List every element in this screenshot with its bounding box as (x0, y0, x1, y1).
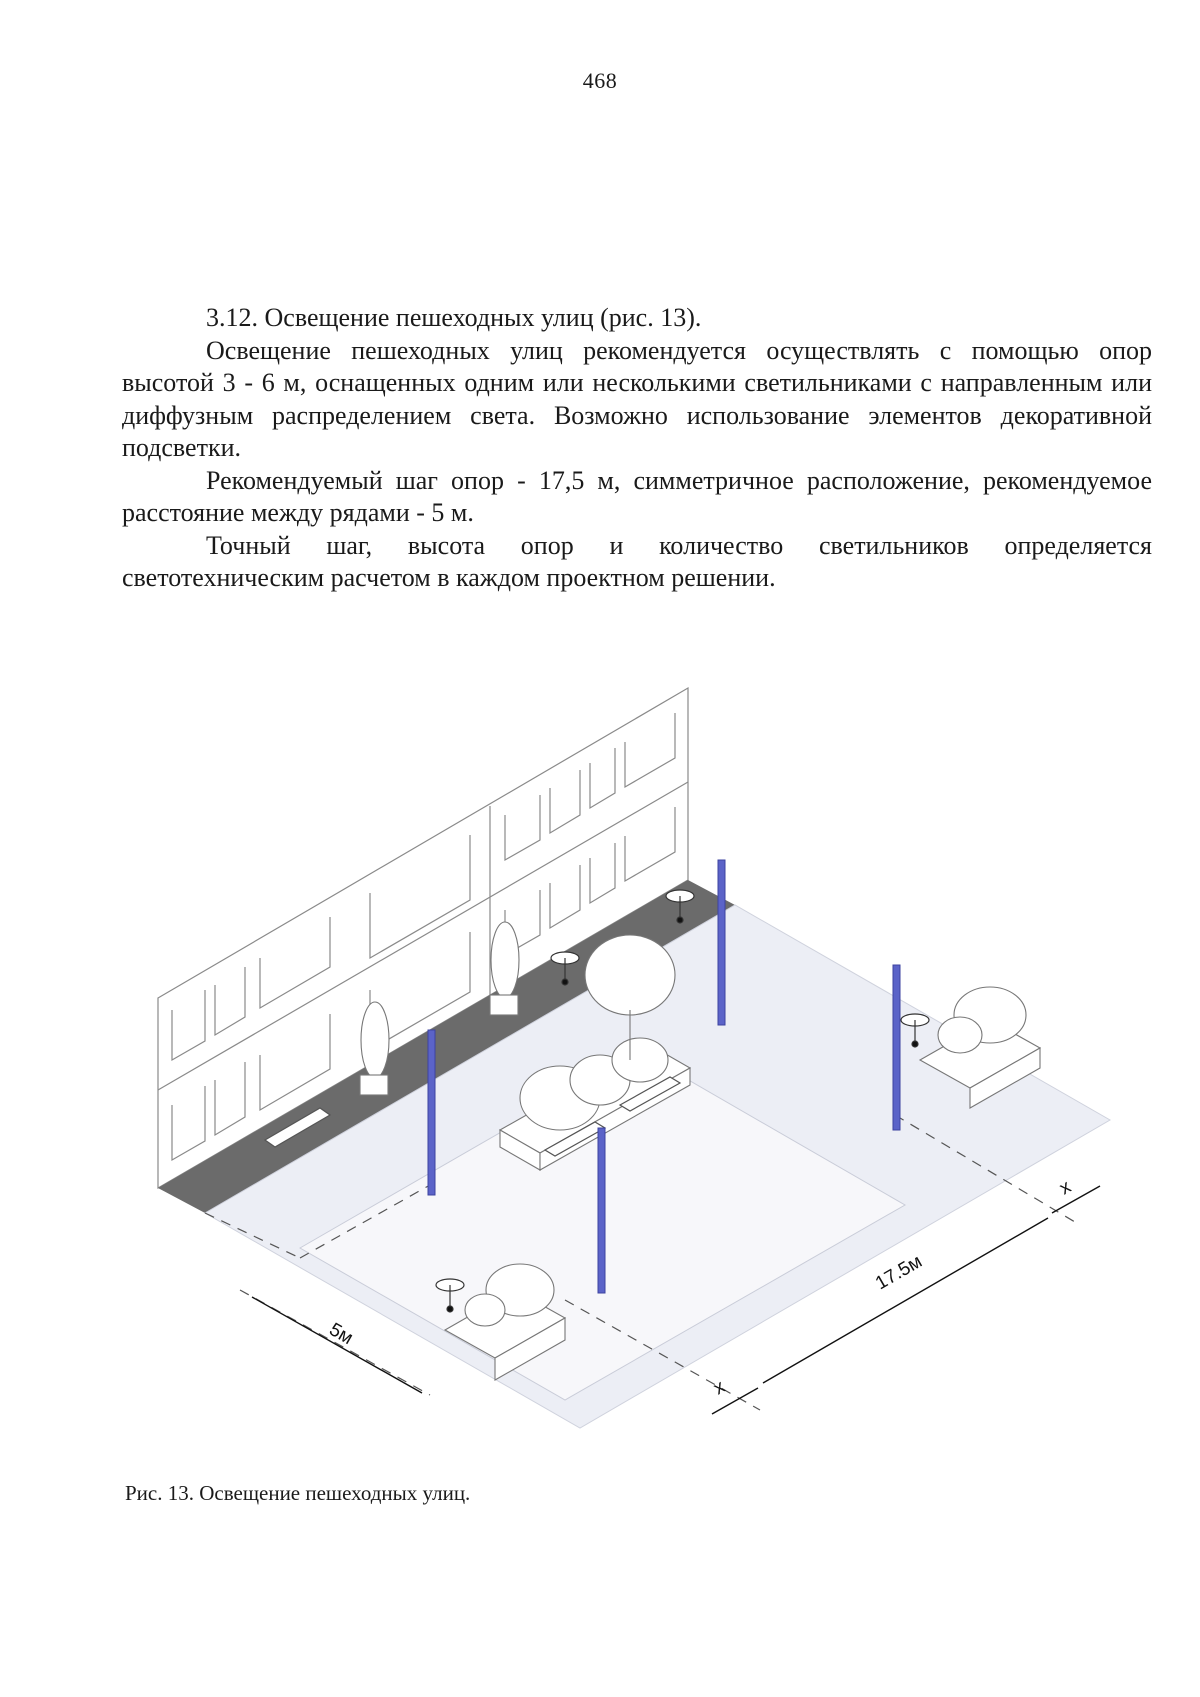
near-left-planter (443, 1263, 567, 1381)
body-text: 3.12. Освещение пешеходных улиц (рис. 13… (122, 302, 1152, 595)
building-facade (157, 686, 689, 1190)
guide-lines (204, 1114, 1081, 1411)
pavement (203, 904, 1112, 1429)
label-row-spacing: 5м (326, 1319, 357, 1349)
benches (263, 1076, 682, 1157)
lighting-poles (427, 859, 901, 1294)
cypress-trees (359, 921, 520, 1096)
pole-1 (427, 1029, 436, 1196)
pole-4 (597, 1127, 606, 1294)
dimension-lines (251, 1185, 1101, 1415)
paragraph-1: Освещение пешеходных улиц рекомендуется … (122, 335, 1152, 463)
label-offset-x-near: x (710, 1376, 729, 1399)
far-right-planter (918, 986, 1042, 1109)
pole-2 (717, 859, 726, 1026)
central-lane (298, 1051, 907, 1401)
central-planter (498, 934, 692, 1171)
page-number: 468 (582, 68, 618, 93)
cafe-tables (435, 889, 930, 1313)
paragraph-3: Точный шаг, высота опор и количество све… (122, 530, 1152, 593)
label-offset-x-far: x (1056, 1176, 1075, 1199)
pole-3 (892, 964, 901, 1131)
facade-strip (158, 880, 735, 1213)
paragraph-2: Рекомендуемый шаг опор - 17,5 м, симметр… (122, 465, 1152, 528)
label-pole-step: 17.5м (872, 1251, 926, 1294)
section-heading: 3.12. Освещение пешеходных улиц (рис. 13… (206, 303, 702, 332)
figure-caption: Рис. 13. Освещение пешеходных улиц. (125, 1481, 471, 1505)
